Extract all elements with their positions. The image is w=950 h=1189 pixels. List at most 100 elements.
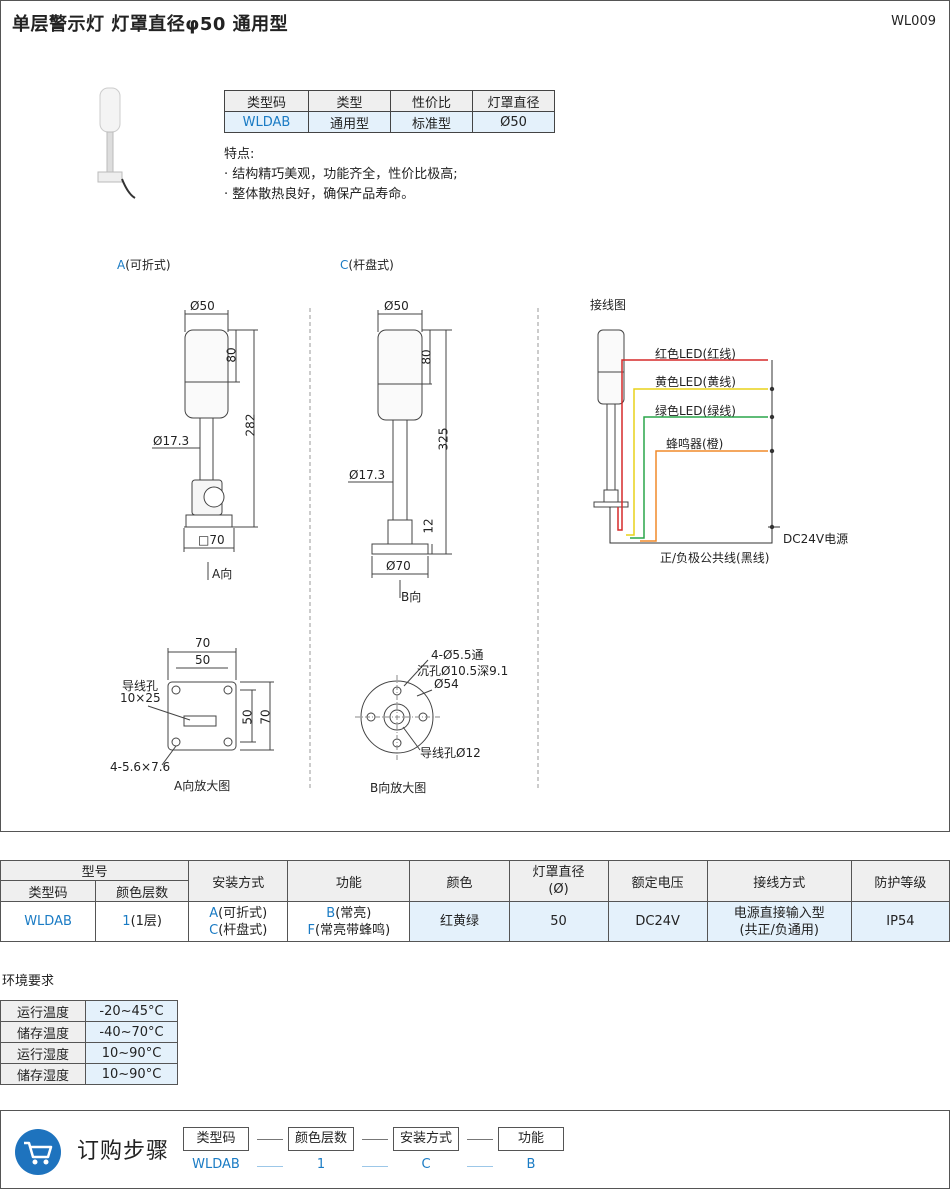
table-cell: DC24V	[607, 901, 708, 942]
table-row: WLDAB 1(1层) A(可折式)C(杆盘式) B(常亮)F(常亮带蜂鸣) 红…	[0, 901, 950, 942]
slot-label: 4-5.6×7.6	[110, 760, 171, 774]
dim-label: 282	[243, 413, 258, 437]
env-key: 运行温度	[0, 1000, 86, 1022]
env-value: -20~45°C	[85, 1000, 178, 1022]
dim-label: 50	[195, 653, 211, 667]
env-value: 10~90°C	[85, 1063, 178, 1085]
dim-label: Ø54	[434, 677, 459, 691]
table-cell: B(常亮)F(常亮带蜂鸣)	[287, 901, 411, 942]
model-table: 型号 安装方式 功能 颜色 灯罩直径(Ø) 额定电压 接线方式 防护等级 类型码…	[0, 860, 950, 942]
wire-label-yellow: 黄色LED(黄线)	[655, 375, 736, 389]
spec-cell: Ø50	[472, 111, 555, 133]
table-cell: 1(1层)	[95, 901, 190, 942]
table-header: 防护等级	[850, 860, 950, 902]
wire-hole-size: 10×25	[120, 691, 161, 705]
order-value: 1	[316, 1157, 326, 1172]
view-arrow-label: A向	[212, 567, 233, 581]
spec-header: 性价比	[390, 90, 473, 112]
table-row: 运行温度-20~45°C	[0, 1000, 178, 1022]
order-step-type-code: 类型码	[183, 1127, 249, 1151]
view-a-caption: A向放大图	[174, 779, 231, 793]
table-header: 功能	[287, 860, 411, 902]
order-steps-panel: 订购步骤 类型码 颜色层数 安装方式 功能 WLDAB 1 C B	[0, 1110, 950, 1189]
dim-label: Ø70	[386, 559, 411, 573]
table-cell: A(可折式)C(杆盘式)	[188, 901, 289, 942]
common-wire-label: 正/负极公共线(黑线)	[660, 551, 770, 565]
spec-cell: 标准型	[390, 111, 473, 133]
order-value: C	[421, 1157, 431, 1172]
table-header: 类型码	[0, 880, 97, 902]
table-header: 颜色	[409, 860, 510, 902]
environment-title: 环境要求	[2, 974, 55, 989]
wire-hole-label: 导线孔	[122, 679, 159, 693]
dim-label: 80	[419, 349, 434, 365]
table-header: 额定电压	[607, 860, 708, 902]
feature-item: · 结构精巧美观，功能齐全，性价比极高;	[224, 167, 458, 182]
table-header: 颜色层数	[95, 880, 190, 902]
dim-label: 70	[195, 636, 211, 650]
table-header: 接线方式	[706, 860, 852, 902]
dim-label: Ø17.3	[153, 434, 190, 448]
product-photo	[97, 87, 136, 199]
holes-label: 4-Ø5.5通	[431, 648, 484, 662]
env-key: 储存温度	[0, 1021, 86, 1043]
feature-item: · 整体散热良好，确保产品寿命。	[224, 187, 415, 202]
spec-cell: WLDAB	[224, 111, 309, 133]
order-step-layers: 颜色层数	[288, 1127, 354, 1151]
value-connector	[467, 1166, 493, 1167]
drawing-c-caption: C(杆盘式)	[340, 258, 394, 272]
dim-label: 70	[258, 709, 273, 725]
order-value: B	[526, 1157, 536, 1172]
dim-label: Ø17.3	[349, 468, 386, 482]
view-arrow-label: B向	[401, 590, 422, 604]
power-label: DC24V电源	[783, 532, 849, 546]
table-cell: IP54	[850, 901, 950, 942]
order-step-mount: 安装方式	[393, 1127, 459, 1151]
dim-label: 80	[224, 347, 239, 363]
step-connector	[362, 1139, 388, 1140]
features-block: 特点: · 结构精巧美观，功能齐全，性价比极高; · 整体散热良好，确保产品寿命…	[224, 145, 458, 205]
wire-label-red: 红色LED(红线)	[655, 347, 736, 361]
product-code: WL009	[891, 14, 936, 29]
wire-label-green: 绿色LED(绿线)	[655, 404, 736, 418]
spec-header: 类型	[308, 90, 391, 112]
group-header: 型号	[0, 860, 190, 881]
technical-drawings	[147, 308, 780, 790]
wire-hole-label: 导线孔Ø12	[420, 746, 481, 760]
dim-label: 12	[421, 518, 436, 534]
page-title: 单层警示灯 灯罩直径φ50 通用型	[12, 14, 289, 35]
spec-cell: 通用型	[308, 111, 391, 133]
env-value: -40~70°C	[85, 1021, 178, 1043]
wiring-title: 接线图	[590, 298, 627, 312]
spec-header: 类型码	[224, 90, 309, 112]
table-cell: WLDAB	[0, 901, 97, 942]
dim-label: 50	[240, 709, 255, 725]
shopping-cart-icon	[15, 1129, 61, 1175]
features-title: 特点:	[224, 147, 255, 162]
view-b-caption: B向放大图	[370, 781, 427, 795]
step-connector	[257, 1139, 283, 1140]
table-row: 储存温度-40~70°C	[0, 1021, 178, 1043]
env-value: 10~90°C	[85, 1042, 178, 1064]
dim-label: Ø50	[384, 299, 409, 313]
table-header: 安装方式	[188, 860, 289, 902]
table-cell: 红黄绿	[409, 901, 510, 942]
dim-label: □70	[198, 533, 225, 547]
table-header: 灯罩直径(Ø)	[508, 860, 609, 902]
counterbore-label: 沉孔Ø10.5深9.1	[417, 664, 509, 678]
drawing-a-caption: A(可折式)	[117, 258, 171, 272]
env-key: 运行湿度	[0, 1042, 86, 1064]
env-key: 储存湿度	[0, 1063, 86, 1085]
table-cell: 50	[508, 901, 609, 942]
value-connector	[362, 1166, 388, 1167]
dim-label: 325	[436, 427, 451, 451]
order-value: WLDAB	[192, 1157, 240, 1172]
step-connector	[467, 1139, 493, 1140]
value-connector	[257, 1166, 283, 1167]
table-cell: 电源直接输入型(共正/负通用)	[706, 901, 852, 942]
spec-table: 类型码 类型 性价比 灯罩直径 WLDAB 通用型 标准型 Ø50	[224, 90, 555, 133]
dim-label: Ø50	[190, 299, 215, 313]
